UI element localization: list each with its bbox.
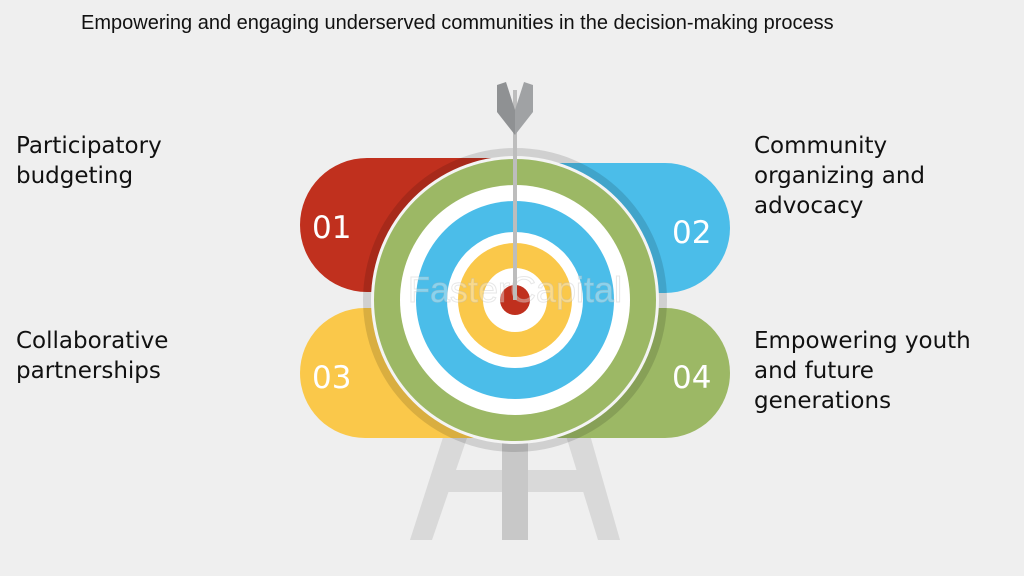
label-collaborative-partnerships: Collaborative partnerships	[16, 328, 169, 384]
number-02: 02	[672, 215, 711, 251]
label-community-organizing: Community organizing and advocacy	[754, 133, 926, 219]
arrow-icon	[497, 82, 533, 300]
page-title: Empowering and engaging underserved comm…	[81, 12, 834, 34]
watermark: FasterCapital	[408, 269, 622, 310]
label-participatory-budgeting: Participatory budgeting	[16, 133, 162, 189]
number-03: 03	[312, 360, 351, 396]
number-01: 01	[312, 210, 351, 246]
number-04: 04	[672, 360, 711, 396]
label-empowering-youth: Empowering youth and future generations	[754, 328, 971, 414]
